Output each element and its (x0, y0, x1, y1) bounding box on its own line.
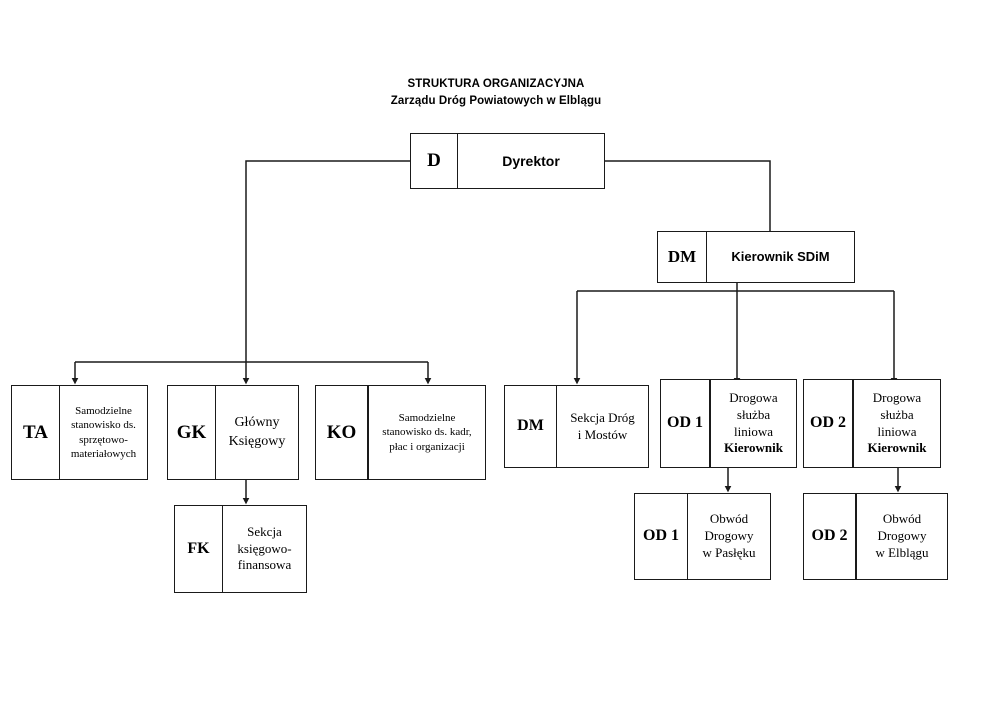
line-director-to-left-trunk (245, 160, 410, 362)
node-od1-district-label-line-1: Obwód (709, 511, 749, 527)
node-od2-district-label-line-2: Drogowy (877, 528, 927, 544)
node-od1-district-code: OD 1 (635, 494, 688, 579)
node-dm-section-code: DM (505, 386, 557, 467)
node-od2-district-code: OD 2 (804, 494, 857, 579)
node-director-code: D (411, 134, 458, 188)
node-od1-district-label-line-2: Drogowy (704, 528, 754, 544)
node-director-label: Dyrektor (458, 134, 604, 188)
node-od1-service-code: OD 1 (661, 380, 711, 467)
node-dm-section-label-line-1: Sekcja Dróg (570, 409, 635, 425)
node-dm-section-label: Sekcja Dróg i Mostów (557, 386, 648, 467)
node-od1-service-label-line-3: liniowa (734, 423, 773, 439)
node-fk-label-line-1: Sekcja (247, 523, 282, 539)
node-gk-label: Główny Księgowy (216, 386, 298, 479)
node-od2-service-label-line-4: Kierownik (867, 440, 927, 456)
node-ko-label: Samodzielne stanowisko ds. kadr, płac i … (369, 386, 485, 479)
node-dm-section[interactable]: DM Sekcja Dróg i Mostów (504, 385, 649, 468)
node-od1-service-label-line-1: Drogowa (729, 389, 778, 405)
node-od2-service[interactable]: OD 2 Drogowa służba liniowa Kierownik (803, 379, 941, 468)
node-manager-sdim-label: Kierownik SDiM (707, 232, 854, 282)
node-od2-service-label: Drogowa służba liniowa Kierownik (854, 380, 940, 467)
node-ta-label-line-3: sprzętowo- (79, 433, 128, 446)
node-fk[interactable]: FK Sekcja księgowo- finansowa (174, 505, 307, 593)
node-ko-label-line-3: płac i organizacji (389, 440, 465, 453)
node-gk-label-line-2: Księgowy (228, 433, 286, 449)
node-ko-code: KO (316, 386, 369, 479)
node-od2-service-label-line-1: Drogowa (872, 389, 922, 405)
node-director-label-line-1: Dyrektor (502, 152, 560, 169)
node-od1-service-label: Drogowa służba liniowa Kierownik (711, 380, 796, 467)
node-ko[interactable]: KO Samodzielne stanowisko ds. kadr, płac… (315, 385, 486, 480)
node-manager-sdim-code: DM (658, 232, 707, 282)
node-manager-sdim[interactable]: DM Kierownik SDiM (657, 231, 855, 283)
node-gk[interactable]: GK Główny Księgowy (167, 385, 299, 480)
node-od1-district-label: Obwód Drogowy w Pasłęku (688, 494, 770, 579)
node-ko-label-line-2: stanowisko ds. kadr, (382, 426, 472, 439)
node-ko-label-line-1: Samodzielne (398, 412, 456, 425)
page-title: STRUKTURA ORGANIZACYJNA Zarządu Dróg Pow… (0, 76, 992, 110)
node-od2-service-label-line-2: służba (880, 406, 914, 422)
line-director-to-manager (605, 160, 771, 231)
title-line-2: Zarządu Dróg Powiatowych w Elblągu (390, 95, 602, 107)
node-od2-district-label: Obwód Drogowy w Elblągu (857, 494, 947, 579)
node-ta-label: Samodzielne stanowisko ds. sprzętowo- ma… (60, 386, 147, 479)
node-gk-label-line-1: Główny (234, 415, 280, 431)
node-od2-district-label-line-3: w Elblągu (875, 544, 929, 560)
node-ta-label-line-1: Samodzielne (75, 404, 132, 417)
node-od2-service-label-line-3: liniowa (877, 423, 917, 439)
node-od1-service-label-line-4: Kierownik (724, 440, 783, 456)
node-gk-code: GK (168, 386, 216, 479)
node-ta[interactable]: TA Samodzielne stanowisko ds. sprzętowo-… (11, 385, 148, 480)
node-manager-sdim-label-line-1: Kierownik SDiM (731, 248, 830, 264)
node-fk-label-line-2: księgowo- (237, 540, 292, 556)
node-ta-label-line-4: materiałowych (70, 447, 137, 460)
node-od2-district-label-line-1: Obwód (882, 511, 922, 527)
node-od1-service-label-line-2: służba (736, 406, 771, 422)
node-dm-section-label-line-2: i Mostów (577, 426, 628, 442)
node-fk-label: Sekcja księgowo- finansowa (223, 506, 306, 592)
node-od1-district-label-line-3: w Pasłęku (702, 544, 756, 560)
node-ta-code: TA (12, 386, 60, 479)
node-fk-label-line-3: finansowa (237, 557, 292, 573)
node-director[interactable]: D Dyrektor (410, 133, 605, 189)
node-fk-code: FK (175, 506, 223, 592)
node-od1-district[interactable]: OD 1 Obwód Drogowy w Pasłęku (634, 493, 771, 580)
node-ta-label-line-2: stanowisko ds. (71, 419, 136, 432)
node-od2-service-code: OD 2 (804, 380, 854, 467)
node-od2-district[interactable]: OD 2 Obwód Drogowy w Elblągu (803, 493, 948, 580)
title-line-1: STRUKTURA ORGANIZACYJNA (407, 78, 585, 90)
node-od1-service[interactable]: OD 1 Drogowa służba liniowa Kierownik (660, 379, 797, 468)
